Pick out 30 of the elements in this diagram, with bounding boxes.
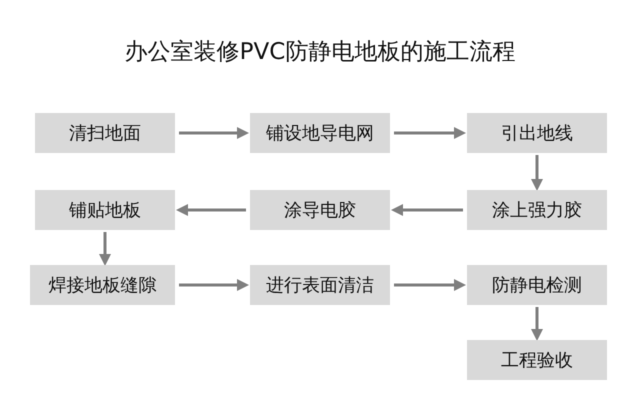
- process-box: [35, 190, 175, 230]
- arrow: [531, 307, 543, 341]
- arrow: [394, 279, 466, 291]
- process-box: [467, 190, 607, 230]
- step-label: 工程验收: [501, 349, 573, 372]
- process-box: [250, 190, 390, 230]
- step-label: 进行表面清洁: [266, 274, 374, 297]
- arrow: [391, 204, 463, 216]
- process-box: [250, 113, 390, 153]
- process-box: [467, 340, 607, 380]
- step-label: 清扫地面: [69, 122, 141, 145]
- step-label: 铺贴地板: [69, 199, 141, 222]
- process-box: [467, 265, 607, 305]
- process-box: [35, 113, 175, 153]
- step-label: 铺设地导电网: [266, 122, 374, 145]
- arrow: [179, 279, 249, 291]
- arrow: [394, 127, 466, 139]
- diagram-title: 办公室装修PVC防静电地板的施工流程: [124, 38, 516, 67]
- process-box: [250, 265, 390, 305]
- process-box: [30, 265, 175, 305]
- arrow: [176, 204, 246, 216]
- step-label: 涂导电胶: [284, 199, 356, 222]
- process-box: [467, 113, 607, 153]
- step-label: 引出地线: [501, 122, 573, 145]
- step-label: 防静电检测: [492, 274, 582, 297]
- step-label: 焊接地板缝隙: [48, 274, 156, 297]
- step-label: 涂上强力胶: [492, 199, 582, 222]
- arrow: [99, 232, 111, 266]
- arrow: [179, 127, 249, 139]
- arrow: [531, 155, 543, 191]
